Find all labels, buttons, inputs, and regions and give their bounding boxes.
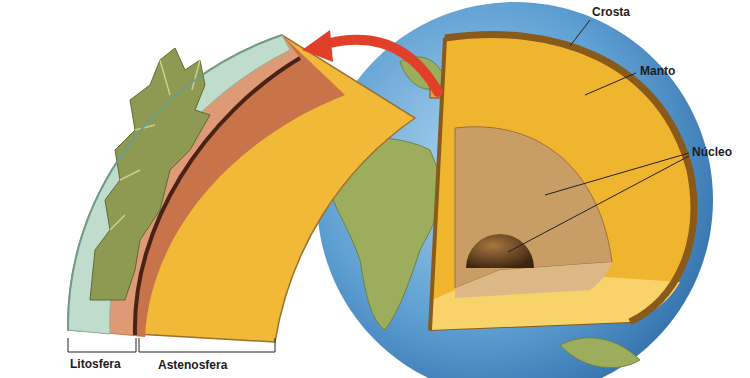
leader-line [545, 153, 689, 195]
inner-core [466, 234, 534, 268]
leader-line [570, 20, 590, 46]
red-arrow [326, 40, 438, 92]
layer-label: Núcleo [692, 145, 732, 160]
crust [445, 35, 694, 322]
layer-label: Crosta [592, 5, 630, 20]
bracket [68, 338, 136, 352]
lithospheric-mantle [68, 35, 345, 337]
globe [317, 2, 713, 378]
mantle [430, 35, 694, 330]
surface-band [68, 35, 290, 334]
leader-line [508, 156, 689, 252]
bracket [139, 338, 275, 352]
layer-label: Manto [640, 64, 675, 79]
leader-line [585, 73, 636, 95]
moho-line [135, 58, 300, 335]
layer-label: Astenosfera [158, 358, 227, 373]
mountains [90, 48, 210, 300]
red-arrow-head [302, 30, 333, 62]
layer-label: Litosfera [70, 357, 121, 372]
asthenosphere [68, 35, 415, 342]
slab-outline [68, 35, 282, 330]
land-south [560, 338, 640, 368]
continental-crust [68, 35, 300, 335]
